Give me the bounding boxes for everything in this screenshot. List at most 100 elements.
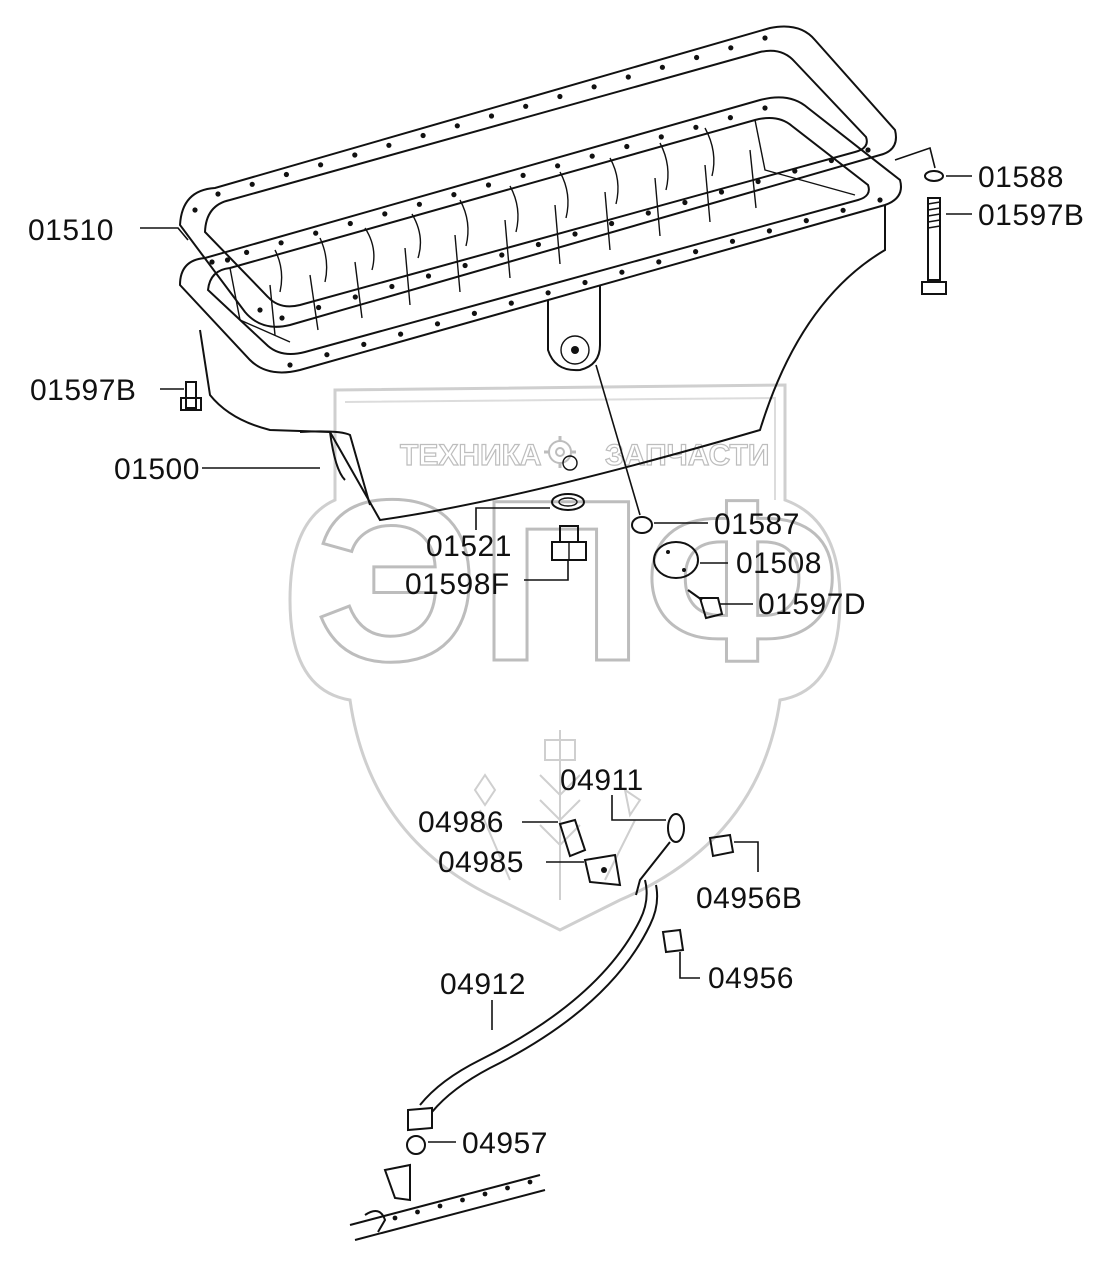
bolt-01597d (687, 589, 724, 620)
flange-bolt-hole (382, 211, 388, 217)
part-label-04957: 04957 (462, 1127, 548, 1160)
gasket-bolt-hole (792, 168, 798, 174)
cover-plate-01508 (653, 541, 699, 579)
flange-bolt-hole (693, 124, 699, 130)
flange-bolt-hole (619, 269, 625, 275)
flange-bolt-hole (624, 143, 630, 150)
flange-bolt-hole (877, 197, 883, 203)
gasket-bolt-hole (625, 74, 631, 80)
gasket-bolt-hole (454, 123, 460, 129)
gasket-bolt-hole (499, 252, 505, 258)
gasket-bolt-hole (283, 171, 289, 178)
flange-bolt-hole (589, 153, 595, 159)
part-label-01598f: 01598F (405, 568, 510, 601)
gasket-bolt-hole (718, 189, 725, 195)
flange-bolt-hole (416, 201, 422, 207)
watermark-wheat (473, 730, 642, 900)
gasket-bolt-hole (682, 199, 688, 206)
part-label-04912: 04912 (440, 968, 526, 1001)
flange-bolt-hole (471, 310, 477, 316)
part-label-04956: 04956 (708, 962, 794, 995)
flange-bolt-hole (361, 341, 367, 347)
rail-hole (505, 1185, 510, 1191)
gasket-bolt-hole (865, 147, 871, 153)
flange-bolt-hole (762, 105, 768, 111)
leader-lines (140, 146, 972, 1143)
gasket-bolt-hole (535, 241, 542, 248)
rail-hole (392, 1215, 398, 1221)
oil-pan (178, 96, 902, 522)
gasket-bolt-hole (249, 181, 255, 187)
rail-hole (482, 1191, 488, 1197)
gasket-bolt-hole (659, 64, 666, 70)
rail-hole (415, 1209, 420, 1215)
part-label-04956b: 04956B (696, 882, 802, 915)
flange-bolt-hole (582, 279, 588, 286)
flange-bolt-hole (555, 163, 561, 169)
part-label-01588: 01588 (978, 161, 1064, 194)
rail-hole (437, 1203, 443, 1209)
rail-hole (460, 1197, 465, 1203)
part-label-04986: 04986 (418, 806, 504, 839)
flange-bolt-hole (278, 240, 284, 246)
flange-bolt-hole (803, 218, 809, 224)
flange-bolt-hole (656, 259, 662, 265)
gasket-bolt-hole (425, 273, 432, 279)
flange-bolt-hole (287, 362, 293, 368)
flange-bolt-hole (209, 259, 215, 265)
gasket-bolt-hole (224, 257, 231, 263)
dipstick-assembly (349, 813, 735, 1241)
gasket-bolt-hole (352, 152, 358, 158)
gasket-bolt-hole (386, 142, 392, 148)
flange-bolt-hole (545, 290, 551, 296)
part-label-01510: 01510 (28, 214, 114, 247)
gasket-bolt-hole (523, 103, 529, 109)
gasket-bolt-hole (352, 294, 358, 300)
flange-bolt-hole (658, 134, 664, 140)
flange-bolt-hole (485, 182, 492, 188)
rail-holes (392, 1179, 533, 1221)
flange-bolt-hole (693, 249, 699, 255)
part-label-01508: 01508 (736, 547, 822, 580)
gasket-bolt-holes (192, 35, 871, 321)
gasket-bolt-hole (557, 93, 563, 100)
flange-bolt-hole (244, 249, 250, 255)
watermark: ТЕХНИКА ЗАПЧАСТИ ЭПФ (288, 383, 842, 932)
flange-bolt-hole (434, 321, 441, 327)
gasket-bolt-hole (318, 162, 324, 168)
drain-plug-01598f (551, 525, 587, 561)
gasket-bolt-hole (316, 304, 322, 311)
gasket-bolt-hole (192, 207, 198, 213)
gasket-bolt-hole (591, 84, 597, 90)
flange-bolt-hole (727, 115, 734, 121)
watermark-shield (288, 383, 842, 932)
part-labels: 01510 01588 01597B 01597B 01500 01587 01… (28, 161, 1084, 1160)
gasket-bolt-hole (572, 231, 578, 237)
flange-bolt-hole (766, 228, 773, 234)
flange-bolt-holes (209, 105, 883, 368)
flange-bolt-hole (313, 230, 319, 236)
flange-bolt-hole (451, 192, 457, 198)
flange-bolt-hole (729, 238, 736, 244)
part-label-01597d: 01597D (758, 588, 866, 621)
watermark-emblem-letters: ЭПФ (315, 452, 840, 709)
flange-bolt-hole (347, 220, 353, 227)
bolt-01597b-left (180, 381, 202, 411)
flange-bolt-hole (508, 300, 514, 306)
gasket-bolt-hole (462, 262, 468, 269)
flange-bolt-hole (840, 207, 846, 213)
part-label-01597b-left: 01597B (30, 374, 136, 407)
part-label-01500: 01500 (114, 453, 200, 486)
part-label-01587: 01587 (714, 508, 800, 541)
gasket-bolt-hole (420, 132, 426, 139)
gasket-bolt-hole (488, 113, 495, 119)
flange-bolt-hole (324, 352, 330, 358)
bolt-01597b-right (921, 197, 947, 295)
watermark-right-word: ЗАПЧАСТИ (605, 439, 769, 472)
gasket-bolt-hole (762, 35, 768, 41)
part-label-04911: 04911 (560, 764, 644, 797)
gasket-bolt-hole (828, 157, 835, 164)
plug-01587 (631, 516, 653, 534)
gasket-bolt-hole (389, 283, 395, 290)
